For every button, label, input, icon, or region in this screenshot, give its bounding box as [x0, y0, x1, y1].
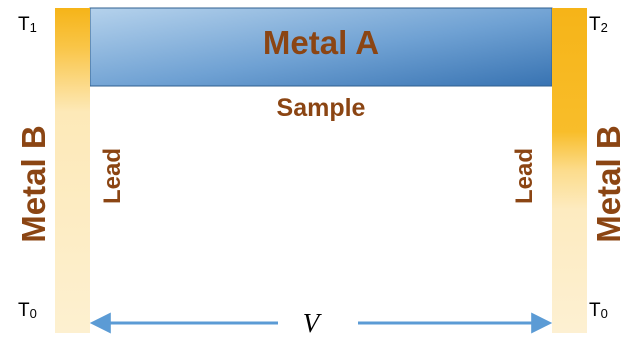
temperature-t0-right-label: T0 [589, 300, 608, 321]
temperature-t1-label: T1 [18, 14, 37, 35]
lead-right-label: Lead [511, 148, 538, 205]
temperature-t2-label: T2 [589, 14, 608, 35]
voltage-label: V [302, 308, 320, 338]
sample-label: Sample [276, 94, 366, 122]
temperature-t0-left-label: T0 [18, 300, 37, 321]
metal-b-right-bar [552, 8, 587, 333]
lead-left-label: Lead [99, 148, 126, 205]
metal-b-left-bar [55, 8, 90, 333]
metal-a-label: Metal A [262, 24, 380, 61]
metal-b-right-label: Metal B [590, 125, 624, 243]
metal-a-bar [89, 7, 553, 87]
metal-b-left-label: Metal B [15, 125, 52, 243]
